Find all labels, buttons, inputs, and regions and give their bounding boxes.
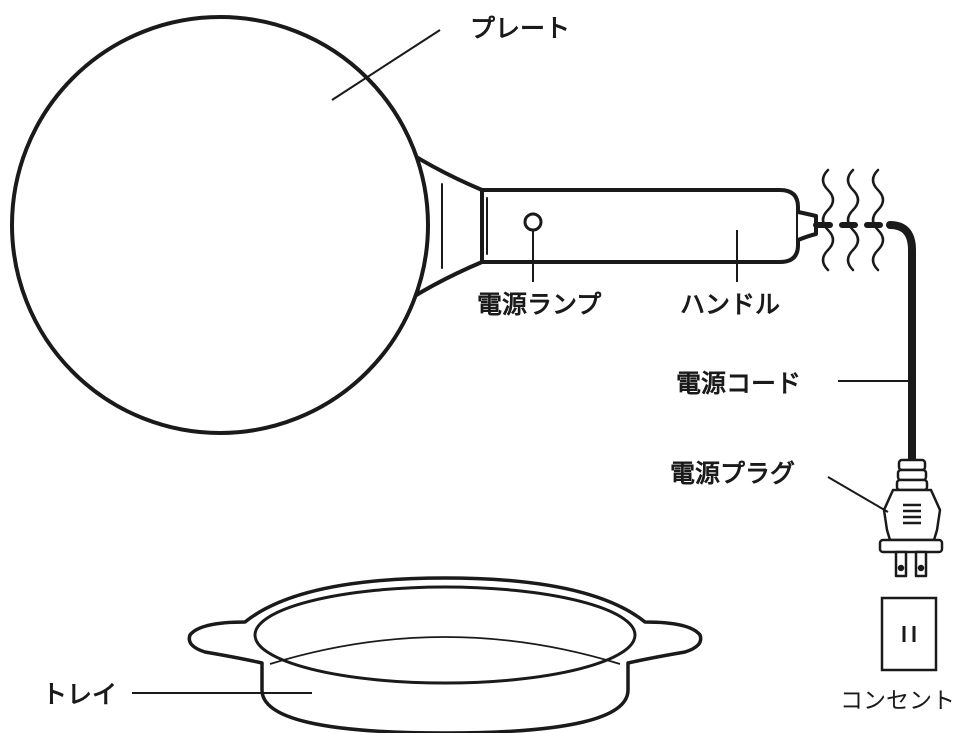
- cord-assembly: [796, 168, 916, 464]
- plug-body: [882, 488, 942, 542]
- leader-lines: [132, 29, 908, 694]
- tray-floor-line: [269, 636, 621, 665]
- tray-icon: [187, 576, 703, 733]
- plate-label: プレート: [470, 14, 570, 43]
- plug-prong-right: [914, 550, 928, 578]
- power-lamp-icon: [523, 212, 543, 232]
- power-lamp-label: 電源ランプ: [477, 290, 602, 319]
- plug-icon: [878, 458, 944, 578]
- cord-break-wave-1: [821, 168, 835, 272]
- outlet-icon: [880, 596, 938, 672]
- plug-relief-1: [897, 458, 927, 472]
- plug-face: [878, 538, 944, 554]
- power-cord-line: [886, 221, 916, 464]
- plate-assembly: [10, 15, 800, 435]
- plug-leader: [827, 476, 889, 513]
- cord-break-wave-3: [871, 168, 885, 272]
- handle-label: ハンドル: [680, 290, 780, 319]
- plug-prong-left: [894, 550, 908, 578]
- plate-leader: [331, 29, 441, 101]
- handle-bar: [480, 188, 800, 264]
- round-plate: [10, 15, 430, 435]
- power-plug-label: 電源プラグ: [670, 459, 795, 488]
- tray-rim-inner: [253, 585, 637, 685]
- outlet-plate: [880, 596, 938, 672]
- prong-hole-left: [897, 564, 905, 572]
- power-cord-label: 電源コード: [676, 369, 801, 398]
- plug-relief-2: [896, 468, 928, 482]
- tray-label: トレイ: [42, 680, 117, 709]
- plug-relief-3: [895, 478, 929, 492]
- prong-hole-right: [917, 564, 925, 572]
- outlet-label: コンセント: [840, 688, 955, 714]
- cord-break-wave-2: [846, 168, 860, 272]
